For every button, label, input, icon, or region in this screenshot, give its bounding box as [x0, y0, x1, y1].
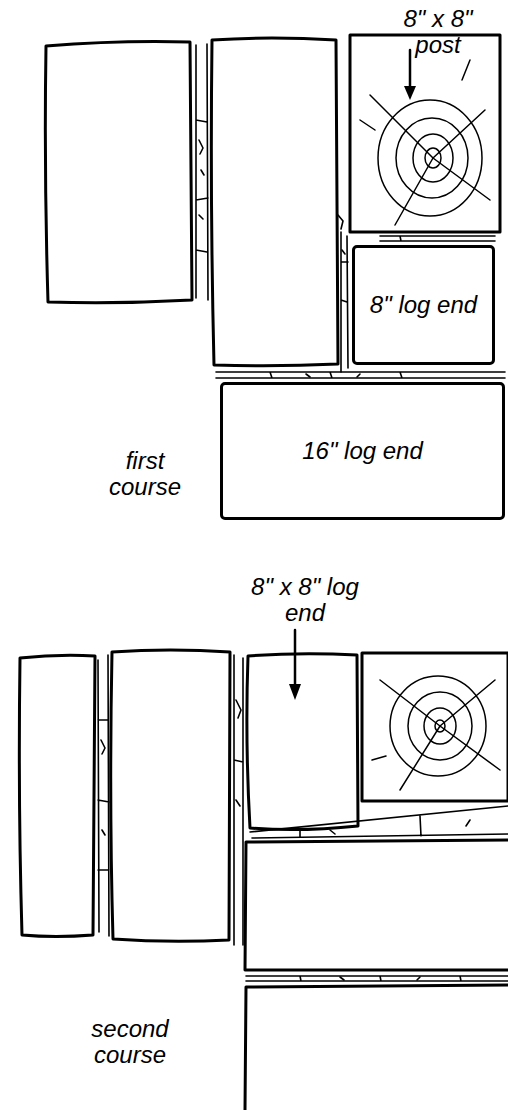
mortar: [246, 976, 508, 981]
mortar-texture: [236, 700, 241, 806]
mortar: [196, 44, 208, 300]
arrowhead: [404, 86, 416, 100]
post: [350, 35, 500, 232]
arrowhead: [289, 684, 301, 700]
mortar-texture: [338, 215, 345, 254]
log-end: [245, 985, 508, 1110]
tree-rings: [360, 60, 490, 225]
mortar: [380, 236, 495, 241]
mortar-texture: [340, 977, 420, 980]
leader-line: [294, 630, 297, 688]
leader-line: [409, 50, 412, 90]
mortar: [216, 372, 505, 378]
mortar-texture: [306, 374, 360, 377]
course-label: first course: [95, 448, 195, 501]
mortar-texture: [199, 140, 204, 219]
log-end: [211, 38, 338, 366]
mortar: [250, 806, 508, 838]
box-label: 8" log end: [370, 292, 477, 318]
mortar: [234, 655, 243, 945]
log-end: [19, 655, 95, 936]
log-end-box: 8" log end: [352, 245, 495, 365]
log-end: [45, 42, 192, 303]
box-label: 16" log end: [302, 438, 423, 464]
mortar-texture: [101, 740, 105, 835]
log-end: [245, 840, 508, 970]
post: [362, 653, 508, 801]
log-end: [111, 650, 230, 941]
log-end: [247, 654, 358, 830]
mortar-texture: [330, 820, 470, 834]
log-end-callout: 8" x 8" log end: [250, 574, 360, 627]
mortar: [98, 655, 109, 936]
log-end-box: 16" log end: [220, 382, 505, 520]
tree-rings: [372, 676, 500, 790]
course-label: second course: [75, 1016, 185, 1069]
post-callout: 8" x 8" post: [383, 6, 493, 59]
